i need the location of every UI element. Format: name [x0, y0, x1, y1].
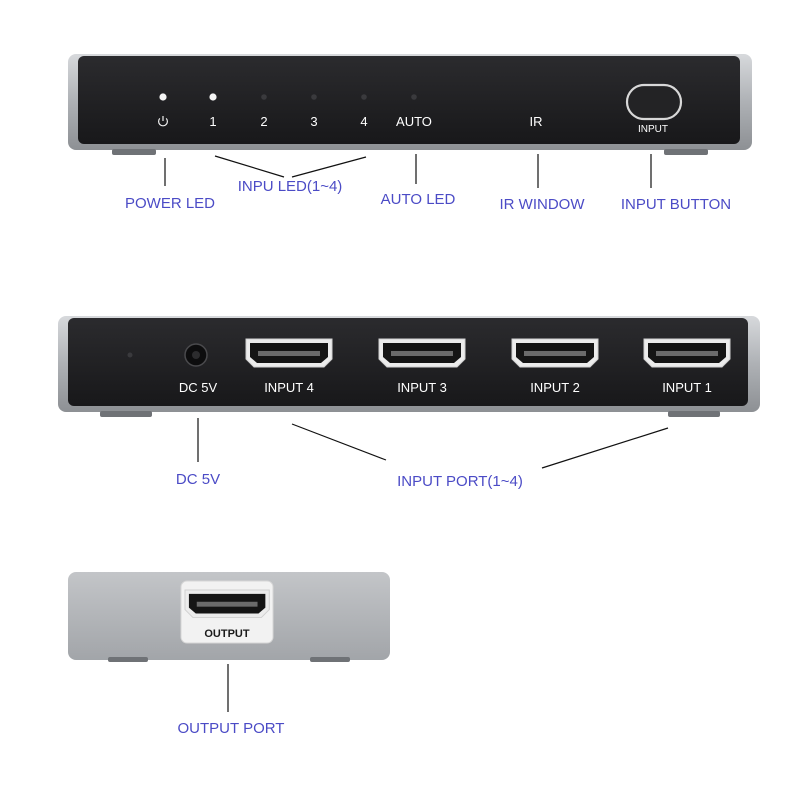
screw-hole — [127, 352, 133, 358]
input-2-label: INPUT 2 — [530, 380, 580, 395]
led-label-3: 3 — [310, 114, 317, 129]
power-led — [159, 93, 167, 101]
input-4-label: INPUT 4 — [264, 380, 314, 395]
hdmi-output[interactable] — [184, 589, 270, 618]
input-led-3 — [311, 94, 317, 100]
dc-jack — [184, 343, 208, 367]
power-icon — [158, 116, 168, 127]
led-label-auto: AUTO — [396, 114, 432, 129]
input-port-callout: INPUT PORT(1~4) — [397, 473, 523, 490]
ir-window-label: IR — [530, 114, 543, 129]
input-button-callout: INPUT BUTTON — [621, 196, 731, 213]
input-led-1 — [209, 93, 217, 101]
auto-led-callout: AUTO LED — [381, 191, 456, 208]
auto-led — [411, 94, 417, 100]
hdmi-input-3[interactable] — [378, 338, 466, 368]
led-label-4: 4 — [360, 114, 367, 129]
led-label-2: 2 — [260, 114, 267, 129]
back-panel: DC 5V INPUT 4 INPUT 3 INPUT 2 INPUT 1 — [58, 316, 760, 417]
input-port-leader-left — [291, 423, 387, 461]
input-3-label: INPUT 3 — [397, 380, 447, 395]
input-led-leader-right — [291, 156, 367, 178]
dc-5v-callout: DC 5V — [176, 471, 220, 488]
front-panel: 1 2 3 4 AUTO IR INPUT — [68, 54, 752, 155]
input-port-leader-right — [541, 427, 669, 469]
input-led-leader-left — [214, 155, 285, 178]
hdmi-input-1[interactable] — [643, 338, 731, 368]
input-button-label: INPUT — [638, 124, 668, 135]
output-panel: OUTPUT — [68, 572, 390, 662]
output-port-callout: OUTPUT PORT — [178, 720, 285, 737]
hdmi-input-4[interactable] — [245, 338, 333, 368]
input-1-label: INPUT 1 — [662, 380, 712, 395]
input-led-4 — [361, 94, 367, 100]
dc-label: DC 5V — [179, 380, 218, 395]
hdmi-input-2[interactable] — [511, 338, 599, 368]
ir-window-callout: IR WINDOW — [500, 196, 586, 213]
input-led-callout: INPU LED(1~4) — [238, 178, 343, 195]
input-led-2 — [261, 94, 267, 100]
led-label-1: 1 — [209, 114, 216, 129]
input-button[interactable] — [625, 83, 683, 121]
power-led-callout: POWER LED — [125, 195, 215, 212]
output-label: OUTPUT — [204, 628, 250, 640]
